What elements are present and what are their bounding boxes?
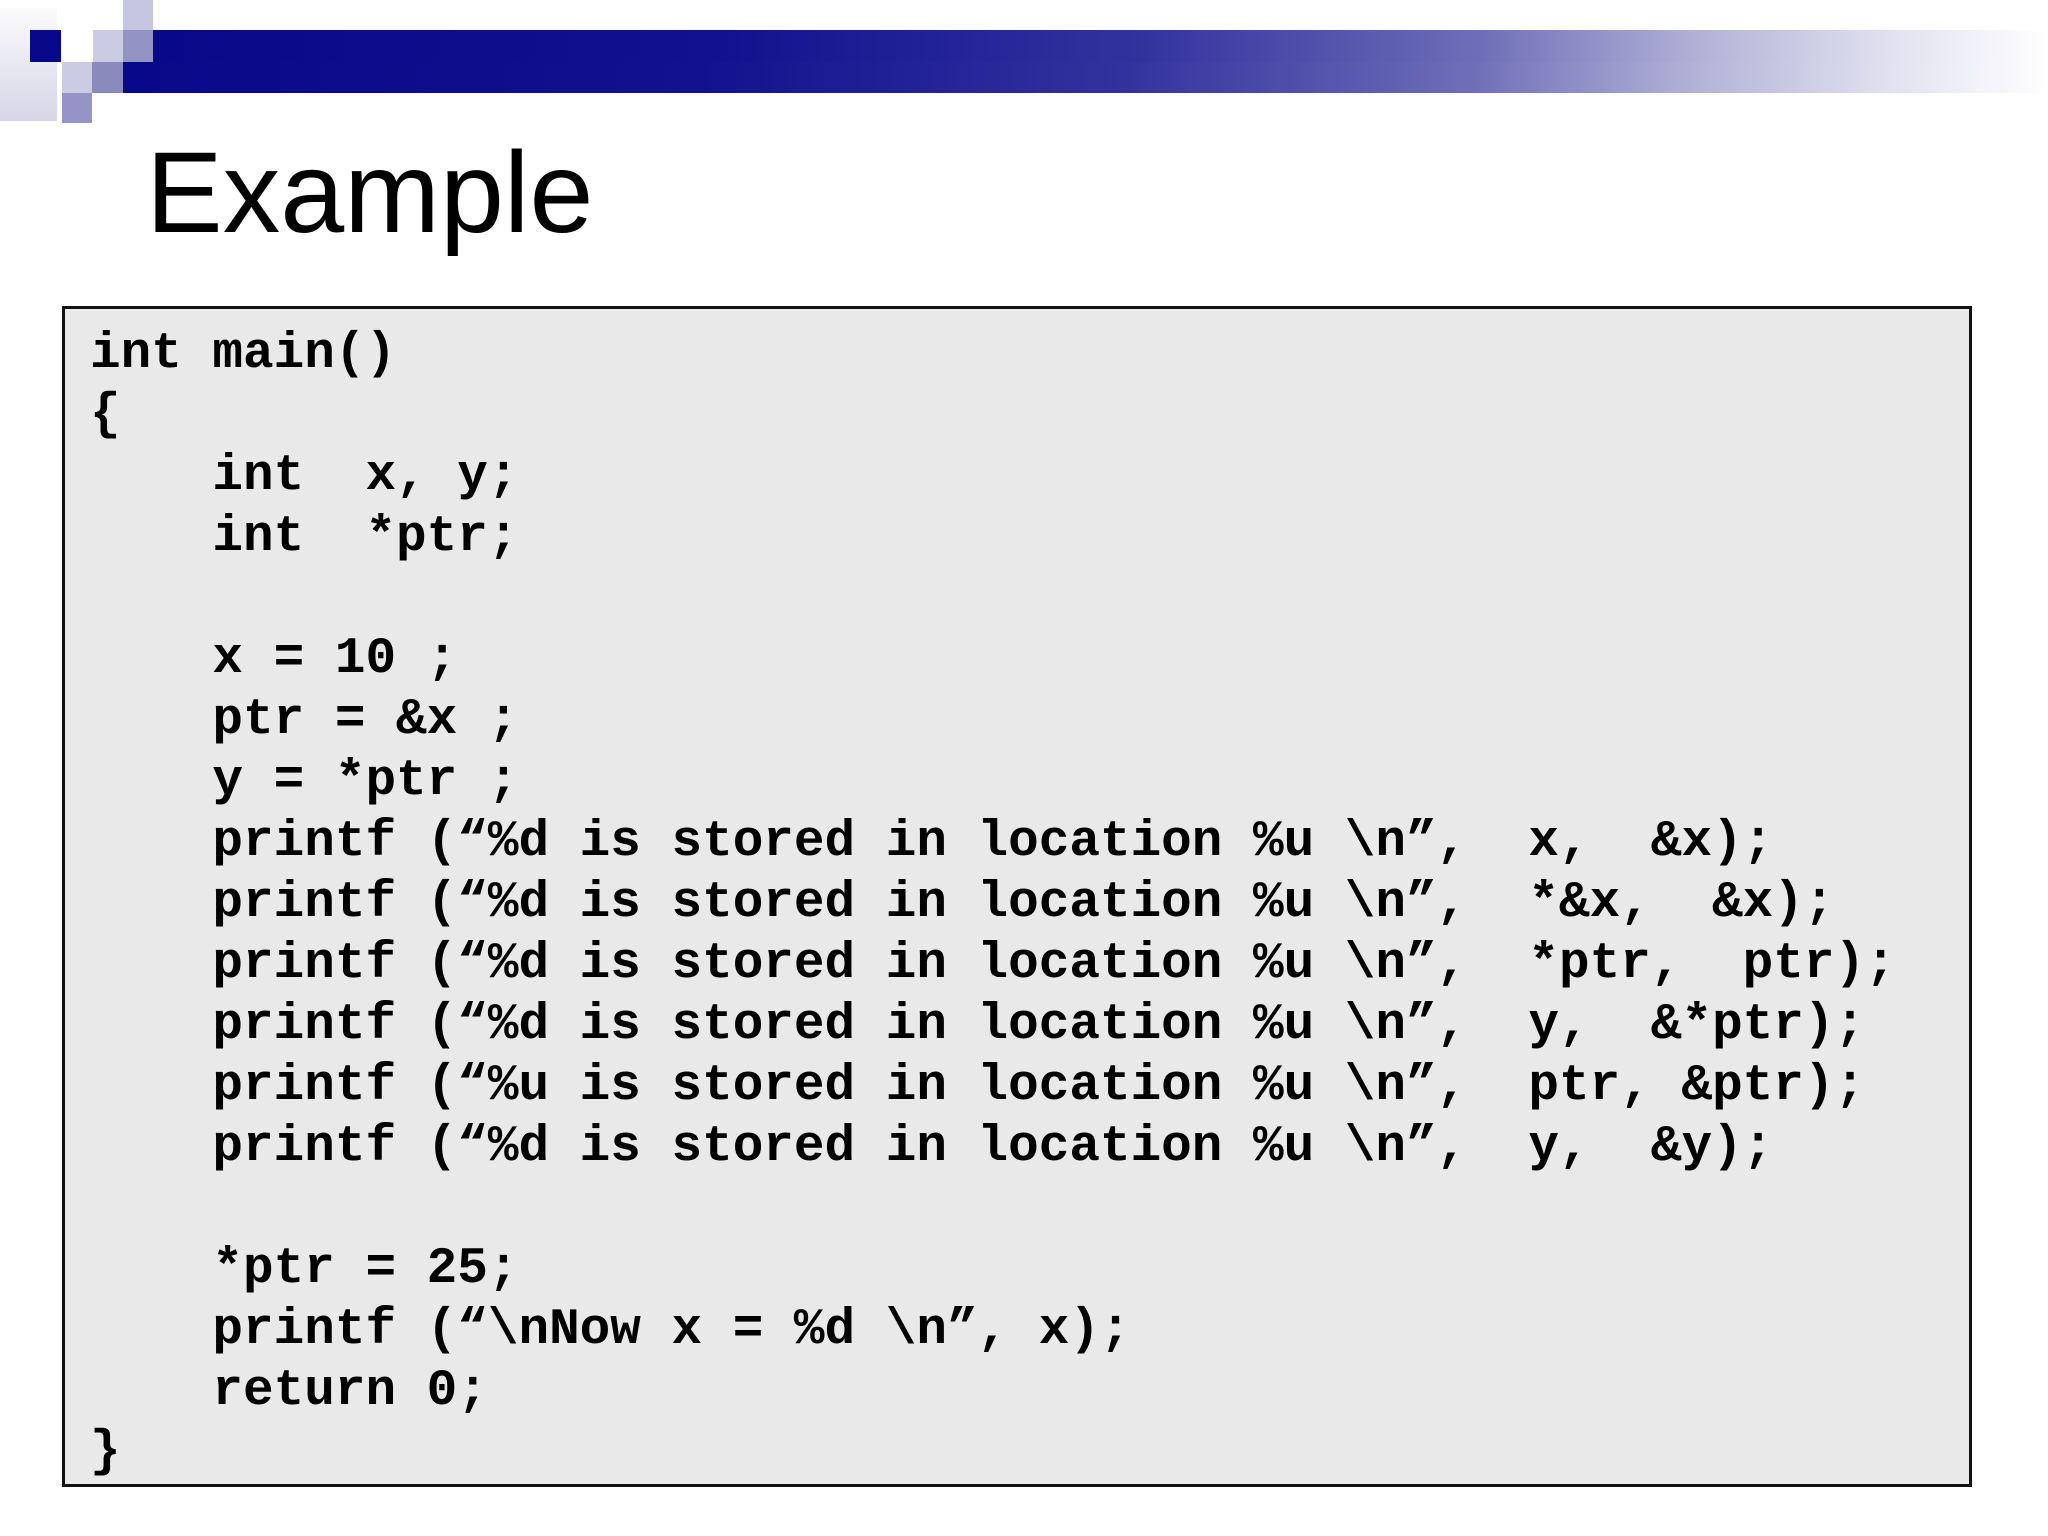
top-banner-decoration — [0, 0, 2048, 130]
deco-square-lavender-b — [62, 62, 92, 93]
deco-square-periwinkle-a — [123, 30, 153, 62]
deco-square-lavender-a — [93, 30, 123, 62]
deco-square-navy — [30, 30, 61, 62]
deco-square-periwinkle-c — [62, 93, 92, 123]
deco-square-periwinkle-b — [92, 62, 123, 93]
slide-title: Example — [146, 129, 594, 257]
code-box: int main() { int x, y; int *ptr; x = 10 … — [62, 306, 1972, 1487]
banner-bar-top — [153, 30, 2048, 62]
deco-gradient-strip — [0, 8, 57, 121]
banner-bar-bottom — [123, 62, 2048, 93]
deco-square-pale — [123, 0, 153, 30]
code-block: int main() { int x, y; int *ptr; x = 10 … — [90, 326, 1896, 1481]
